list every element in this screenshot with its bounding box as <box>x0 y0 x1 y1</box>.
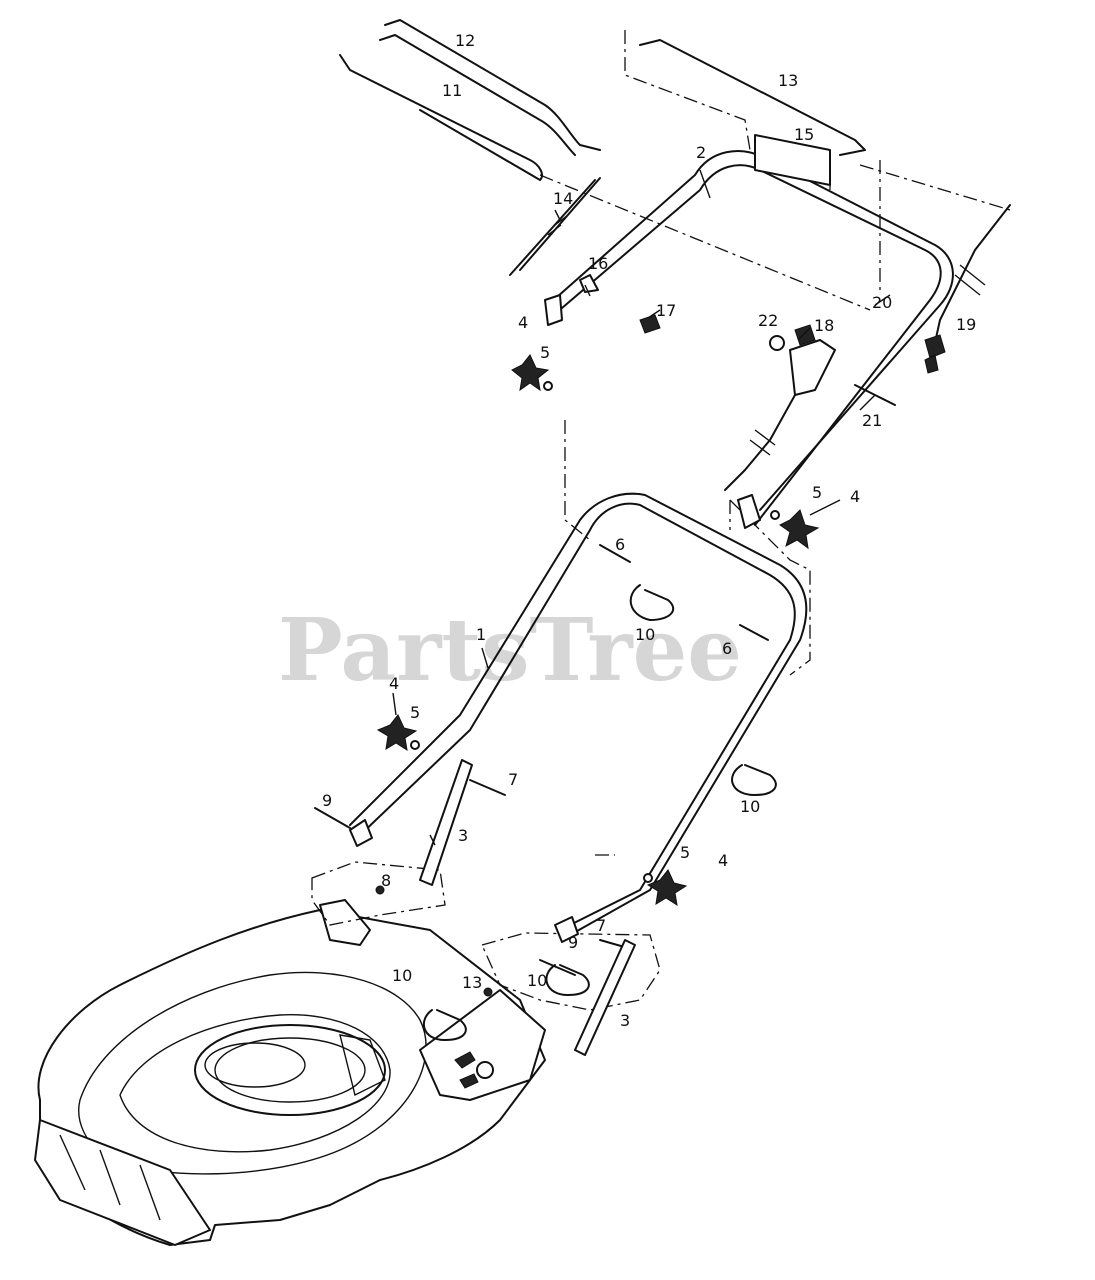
leader-lines <box>392 169 891 846</box>
callout-8: 8 <box>381 871 391 890</box>
callout-4-lower-right: 4 <box>718 851 728 870</box>
callout-4-upper-right: 4 <box>850 487 860 506</box>
callout-5-lower-right: 5 <box>680 843 690 862</box>
control-cables-and-levers <box>339 19 1011 374</box>
callout-2: 2 <box>696 143 706 162</box>
callout-9-right: 9 <box>568 933 578 952</box>
callout-1: 1 <box>476 625 486 644</box>
callout-10-right: 10 <box>740 797 760 816</box>
callout-7-lower: 7 <box>596 916 606 935</box>
callout-20: 20 <box>872 293 892 312</box>
callout-10-deck: 10 <box>392 966 412 985</box>
fasteners <box>314 274 820 997</box>
callout-4-upper-left: 4 <box>518 313 528 332</box>
callout-17: 17 <box>656 301 676 320</box>
callout-3-upper: 3 <box>458 826 468 845</box>
callout-9-left: 9 <box>322 791 332 810</box>
callout-labels: 12 11 13 15 2 14 16 17 20 22 18 19 4 5 2… <box>322 31 976 1030</box>
callout-5-upper-left: 5 <box>540 343 550 362</box>
callout-4-lower-left: 4 <box>389 674 399 693</box>
lower-handle <box>349 492 808 943</box>
callout-16: 16 <box>588 254 608 273</box>
callout-10-top: 10 <box>635 625 655 644</box>
callout-5-upper-right: 5 <box>812 483 822 502</box>
assembly-outline-lines <box>311 30 1011 1011</box>
callout-12: 12 <box>455 31 475 50</box>
callout-18: 18 <box>814 316 834 335</box>
callout-19: 19 <box>956 315 976 334</box>
callout-11: 11 <box>442 81 462 100</box>
cable-clips <box>422 584 777 1041</box>
callout-6-right: 6 <box>722 639 732 658</box>
upper-handle <box>544 150 954 529</box>
callout-13-top: 13 <box>778 71 798 90</box>
adjust-links <box>419 759 636 1056</box>
callout-6-left: 6 <box>615 535 625 554</box>
callout-15: 15 <box>794 125 814 144</box>
callout-22: 22 <box>758 311 778 330</box>
switch-assembly <box>724 324 896 491</box>
callout-14: 14 <box>553 189 573 208</box>
callout-5-lower-left: 5 <box>410 703 420 722</box>
callout-7-upper: 7 <box>508 770 518 789</box>
callout-13-lower: 13 <box>462 973 482 992</box>
callout-3-lower: 3 <box>620 1011 630 1030</box>
callout-10-lower: 10 <box>527 971 547 990</box>
mower-deck <box>34 899 546 1246</box>
callout-21: 21 <box>862 411 882 430</box>
watermark-text: PartsTree <box>278 600 742 701</box>
